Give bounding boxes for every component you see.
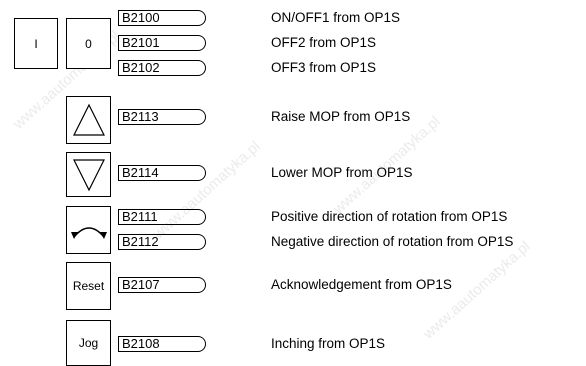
watermark: www.aautomatyka.pl <box>150 137 264 243</box>
binector-b2108: B2108 <box>118 336 206 352</box>
triangle-up-icon <box>72 103 105 136</box>
description-inching: Inching from OP1S <box>271 336 386 351</box>
off-key-label: 0 <box>85 36 92 51</box>
binector-b2107: B2107 <box>118 277 206 293</box>
direction-key[interactable] <box>66 206 111 254</box>
description-acknowledgement: Acknowledgement from OP1S <box>271 277 452 292</box>
triangle-down-icon <box>72 158 105 191</box>
binector-b2102: B2102 <box>118 60 206 76</box>
binector-b2113: B2113 <box>118 109 206 125</box>
reset-key-label: Reset <box>72 279 105 293</box>
on-key[interactable]: I <box>14 18 58 69</box>
off-key[interactable]: 0 <box>66 18 111 69</box>
binector-b2100: B2100 <box>118 10 206 26</box>
description-raise-mop: Raise MOP from OP1S <box>271 109 411 124</box>
description-on-off1: ON/OFF1 from OP1S <box>271 10 401 25</box>
description-off2: OFF2 from OP1S <box>271 35 377 50</box>
lower-mop-key[interactable] <box>66 152 111 197</box>
binector-b2114: B2114 <box>118 165 206 181</box>
binector-b2111: B2111 <box>118 209 206 225</box>
jog-key[interactable]: Jog <box>66 320 111 366</box>
description-lower-mop: Lower MOP from OP1S <box>271 165 413 180</box>
jog-key-label: Jog <box>78 336 99 350</box>
rotation-arc-icon <box>70 227 107 239</box>
binector-b2112: B2112 <box>118 234 206 250</box>
description-positive-direction: Positive direction of rotation from OP1S <box>271 209 508 224</box>
binector-b2101: B2101 <box>118 35 206 51</box>
reset-key[interactable]: Reset <box>66 262 111 310</box>
on-key-label: I <box>34 36 38 51</box>
description-off3: OFF3 from OP1S <box>271 60 377 75</box>
description-negative-direction: Negative direction of rotation from OP1S <box>271 234 514 249</box>
raise-mop-key[interactable] <box>66 96 111 144</box>
